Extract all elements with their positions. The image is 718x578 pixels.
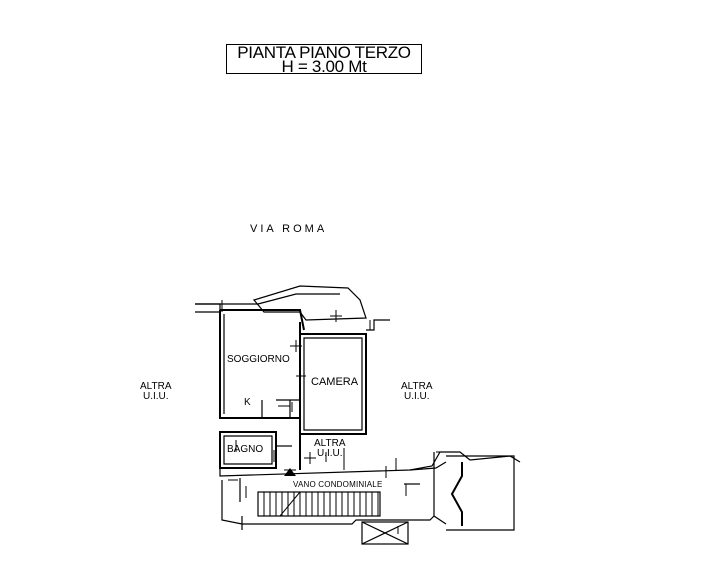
room-label-bedroom: CAMERA [311, 376, 359, 388]
other-unit-center: ALTRA U.I.U. [314, 439, 346, 459]
plan-title-box: PIANTA PIANO TERZO H = 3.00 Mt [226, 43, 422, 76]
room-label-bathroom: BAGNO [227, 444, 264, 455]
entrance-arrow-icon [284, 468, 296, 476]
other-unit-right-line2: U.I.U. [403, 391, 430, 402]
other-unit-left: ALTRA U.I.U. [140, 382, 172, 402]
other-unit-left-line2: U.I.U. [142, 391, 169, 402]
other-unit-left-line1: ALTRA [140, 381, 172, 392]
other-unit-center-line1: ALTRA [314, 438, 346, 449]
stair-direction-line [279, 491, 301, 517]
street-name: VIA ROMA [250, 223, 328, 235]
room-label-stairwell: VANO CONDOMINIALE [293, 480, 383, 489]
ceiling-height: H = 3.00 Mt [281, 57, 367, 76]
other-unit-right-line1: ALTRA [401, 381, 433, 392]
room-label-kitchen: K [244, 397, 251, 408]
stair-treads [263, 491, 379, 517]
other-unit-right: ALTRA U.I.U. [401, 382, 433, 402]
plan-title: PIANTA PIANO TERZO [237, 43, 411, 62]
walls [195, 285, 521, 545]
other-unit-center-line2: U.I.U. [316, 448, 343, 459]
room-label-living: SOGGIORNO [227, 354, 290, 365]
